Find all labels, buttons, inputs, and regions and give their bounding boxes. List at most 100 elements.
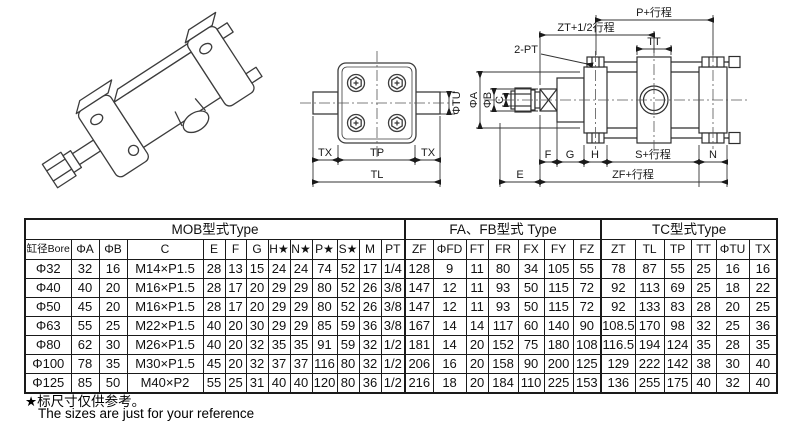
dimension-cell: 62 — [70, 335, 100, 355]
dimension-cell: 55 — [70, 316, 100, 336]
dimension-cell: 83 — [663, 297, 692, 317]
column-header: ZF — [404, 239, 434, 260]
dimension-cell: 25 — [748, 297, 778, 317]
dimension-cell: 124 — [663, 335, 692, 355]
dimension-cell: 147 — [404, 278, 434, 298]
dimension-cell: 92 — [600, 278, 636, 298]
dimension-cell: 93 — [487, 278, 519, 298]
dimension-cell: 11 — [465, 259, 489, 279]
column-header: FX — [517, 239, 545, 260]
dimension-cell: 25 — [690, 259, 717, 279]
dimension-cell: 16 — [715, 259, 750, 279]
dimension-cell: 52 — [336, 259, 360, 279]
dimension-cell: 125 — [572, 354, 603, 374]
tie-rod-nut — [728, 55, 741, 69]
column-header: FZ — [572, 239, 603, 260]
dim-label-tx-left: TX — [318, 147, 333, 159]
dimension-cell: 180 — [543, 335, 574, 355]
row-bore-label: Φ80 — [24, 335, 72, 355]
dimension-cell: 29 — [289, 278, 313, 298]
dimension-cell: 35 — [98, 354, 128, 374]
dim-label-tp: TP — [370, 147, 384, 159]
dimension-cell: 36 — [358, 316, 382, 336]
dimension-cell: 9 — [432, 259, 467, 279]
dimension-cell: 40 — [690, 373, 717, 394]
dimension-cell: 136 — [600, 373, 636, 394]
dimension-cell: 22 — [748, 278, 778, 298]
dimension-cell: 50 — [517, 278, 545, 298]
isometric-view-drawing — [41, 11, 263, 189]
dimension-cell: 20 — [465, 373, 489, 394]
dimension-cell: M40×P2 — [126, 373, 204, 394]
dimension-cell: 90 — [572, 316, 603, 336]
dimension-cell: 40 — [202, 316, 226, 336]
dimension-cell: 28 — [202, 278, 226, 298]
dimension-cell: 32 — [715, 373, 750, 394]
trunnion-boss-end — [182, 110, 210, 134]
column-header: P★ — [311, 239, 338, 260]
dimension-cell: 20 — [465, 335, 489, 355]
front-plate-hole — [90, 113, 104, 126]
dimension-cell: 115 — [543, 278, 574, 298]
dimension-cell: 55 — [663, 259, 692, 279]
dimension-cell: 90 — [517, 354, 545, 374]
dimension-cell: 20 — [245, 297, 269, 317]
dimension-cell: 35 — [690, 335, 717, 355]
dimension-cell: 80 — [311, 297, 338, 317]
dimension-cell: 25 — [98, 316, 128, 336]
dim-label-phi-b: ΦB — [482, 92, 494, 108]
dimension-cell: 28 — [690, 297, 717, 317]
column-header: TX — [748, 239, 778, 260]
dimension-cell: 45 — [202, 354, 226, 374]
dimension-cell: 60 — [517, 316, 545, 336]
column-header: ΦA — [70, 239, 100, 260]
dimension-cell: M14×P1.5 — [126, 259, 204, 279]
dimension-cell: 133 — [634, 297, 665, 317]
dimension-cell: 24 — [267, 259, 291, 279]
dim-label-s-stroke: S+行程 — [635, 148, 671, 161]
dimension-cell: 30 — [715, 354, 750, 374]
dimension-cell: 75 — [517, 335, 545, 355]
dimension-cell: 116.5 — [600, 335, 636, 355]
column-header: TP — [663, 239, 692, 260]
dimension-cell: 30 — [245, 316, 269, 336]
dimension-cell: 37 — [267, 354, 291, 374]
dimension-cell: 87 — [634, 259, 665, 279]
row-bore-label: Φ63 — [24, 316, 72, 336]
dim-label-tl: TL — [371, 169, 384, 181]
dimension-cell: 194 — [634, 335, 665, 355]
dimension-cell: 12 — [432, 278, 467, 298]
dimension-cell: 32 — [70, 259, 100, 279]
dimension-cell: 255 — [634, 373, 665, 394]
tie-rod-nut — [728, 131, 741, 145]
dimension-cell: 29 — [267, 278, 291, 298]
dimension-cell: 142 — [663, 354, 692, 374]
dimension-cell: 30 — [98, 335, 128, 355]
dimension-cell: 52 — [336, 297, 360, 317]
column-header: C — [126, 239, 204, 260]
dimension-cell: 26 — [358, 297, 382, 317]
dim-label-h: H — [591, 149, 599, 161]
column-header: ΦB — [98, 239, 128, 260]
dimension-cell: 20 — [224, 354, 247, 374]
dimension-cell: 28 — [202, 297, 226, 317]
dimension-cell: 32 — [245, 354, 269, 374]
dimension-cell: 35 — [289, 335, 313, 355]
column-group-header: MOB型式Type — [24, 218, 407, 240]
dimension-cell: 216 — [404, 373, 434, 394]
dimension-cell: M26×P1.5 — [126, 335, 204, 355]
dimension-cell: 20 — [98, 297, 128, 317]
dimension-cell: 158 — [487, 354, 519, 374]
dimension-cell: 24 — [289, 259, 313, 279]
centerlines — [484, 45, 750, 155]
dimension-cell: 18 — [715, 278, 750, 298]
dimension-cell: 32 — [245, 335, 269, 355]
dimension-cell: 78 — [600, 259, 636, 279]
dimension-cell: 147 — [404, 297, 434, 317]
column-header: ΦTU — [715, 239, 750, 260]
side-view-drawing: P+行程 ZT+1/2行程 TT 2-PT ΦA ΦB C F G H S+行程… — [470, 6, 750, 187]
